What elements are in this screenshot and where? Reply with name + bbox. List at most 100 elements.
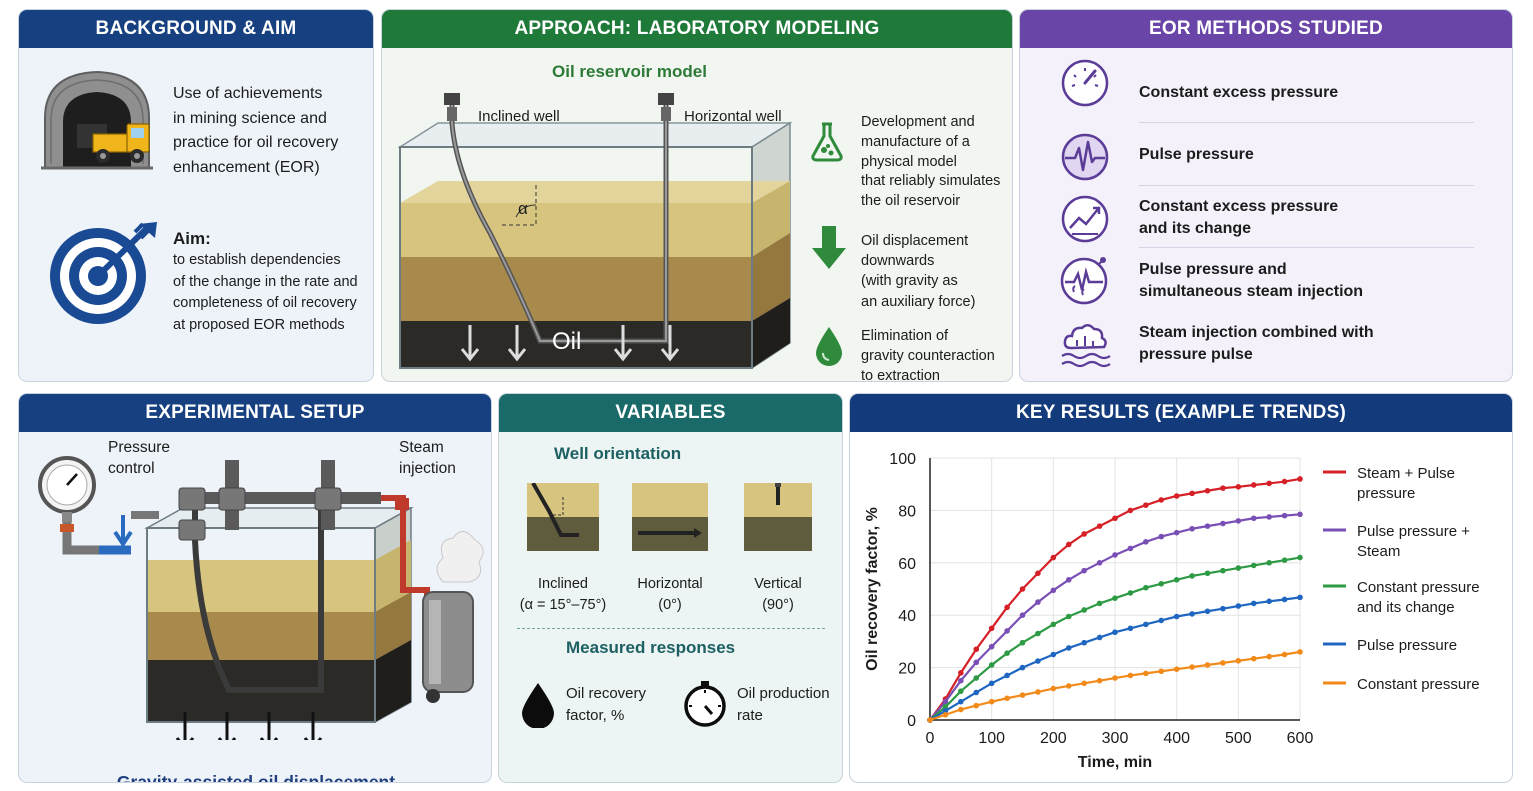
data-point xyxy=(1220,520,1226,527)
background-title: BACKGROUND & AIM xyxy=(19,10,373,48)
variables-panel: VARIABLES Well orientation Inclined(α = … xyxy=(498,393,843,783)
pulse-icon xyxy=(1061,133,1109,181)
data-point xyxy=(1297,511,1303,518)
legend-label: Constant pressure xyxy=(1357,579,1480,596)
data-point xyxy=(1266,560,1272,566)
data-point xyxy=(1127,672,1134,679)
data-point xyxy=(1281,512,1288,519)
data-point xyxy=(1143,584,1149,591)
data-point xyxy=(973,646,980,653)
data-point xyxy=(942,704,949,710)
approach-panel: APPROACH: LABORATORY MODELING Oil reserv… xyxy=(381,9,1013,382)
data-point xyxy=(1235,565,1242,571)
data-point xyxy=(1143,670,1149,677)
orientation-vertical: Vertical(90°) xyxy=(754,576,802,613)
data-point xyxy=(1035,570,1041,577)
data-point xyxy=(1096,600,1103,607)
approach-title: APPROACH: LABORATORY MODELING xyxy=(382,10,1012,48)
flask-icon xyxy=(811,122,843,162)
x-tick-label: 0 xyxy=(926,730,935,747)
data-point xyxy=(1204,662,1211,668)
drop-icon xyxy=(816,327,842,366)
data-point xyxy=(1266,598,1272,605)
data-point xyxy=(1173,493,1180,499)
eor-panel: EOR METHODS STUDIED Constant excess pres… xyxy=(1019,9,1513,382)
legend-label: Constant pressure xyxy=(1357,676,1480,693)
data-point xyxy=(1173,666,1180,672)
y-tick-label: 20 xyxy=(898,661,916,678)
data-point xyxy=(958,706,964,713)
data-point xyxy=(1220,660,1226,666)
legend-label: Steam + Pulse xyxy=(1357,465,1455,482)
data-point xyxy=(1019,612,1026,618)
data-point xyxy=(1204,570,1211,577)
data-point xyxy=(1173,529,1180,536)
method-1: Constant excess pressure xyxy=(1139,84,1339,101)
data-point xyxy=(988,625,995,632)
data-point xyxy=(1281,478,1288,485)
data-point xyxy=(1281,596,1288,603)
oil-label: Oil xyxy=(552,328,582,355)
data-point xyxy=(1158,617,1165,624)
data-point xyxy=(1035,689,1041,695)
data-point xyxy=(988,643,995,650)
legend-label: Pulse pressure xyxy=(1357,637,1457,654)
method-divider xyxy=(1139,185,1474,186)
data-point xyxy=(1065,577,1072,583)
orientation-title: Well orientation xyxy=(554,444,682,463)
data-point xyxy=(1004,695,1010,702)
data-point xyxy=(1035,599,1041,605)
arrow-down-icon xyxy=(812,226,846,269)
method-divider xyxy=(1139,247,1474,248)
data-point xyxy=(1189,664,1195,670)
variables-title: VARIABLES xyxy=(499,394,842,432)
data-point xyxy=(958,670,964,676)
data-point xyxy=(1220,605,1226,612)
data-point xyxy=(1112,675,1118,681)
data-point xyxy=(1297,554,1303,561)
data-point xyxy=(1081,639,1087,646)
setup-title: EXPERIMENTAL SETUP xyxy=(19,394,491,432)
data-point xyxy=(1081,567,1087,574)
x-tick-label: 300 xyxy=(1102,730,1129,747)
y-tick-label: 60 xyxy=(898,556,916,573)
data-point xyxy=(988,662,995,668)
data-point xyxy=(1235,518,1242,524)
method-divider xyxy=(1139,122,1474,123)
data-point xyxy=(927,717,933,723)
data-point xyxy=(1019,692,1026,698)
data-point xyxy=(1096,634,1103,641)
data-point xyxy=(1173,577,1180,583)
data-point xyxy=(1112,595,1118,601)
data-point xyxy=(1004,604,1010,611)
data-point xyxy=(1065,613,1072,620)
data-point xyxy=(973,675,980,681)
data-point xyxy=(942,698,949,705)
model-title: Oil reservoir model xyxy=(552,62,707,81)
data-point xyxy=(1189,490,1195,497)
steam-cloud-icon xyxy=(1061,324,1111,368)
y-tick-label: 40 xyxy=(898,608,916,625)
eor-title: EOR METHODS STUDIED xyxy=(1020,10,1512,48)
data-point xyxy=(1019,639,1026,646)
stopwatch-icon xyxy=(684,681,726,727)
data-point xyxy=(1250,482,1257,488)
y-tick-label: 0 xyxy=(907,713,916,730)
angle-label: α xyxy=(518,199,528,218)
reservoir-model-diagram xyxy=(397,93,793,370)
data-point xyxy=(1204,487,1211,494)
x-tick-label: 100 xyxy=(978,730,1005,747)
data-point xyxy=(1143,502,1149,508)
data-point xyxy=(942,711,949,718)
data-point xyxy=(1096,523,1103,529)
setup-caption: Gravity-assisted oil displacement xyxy=(116,772,396,783)
